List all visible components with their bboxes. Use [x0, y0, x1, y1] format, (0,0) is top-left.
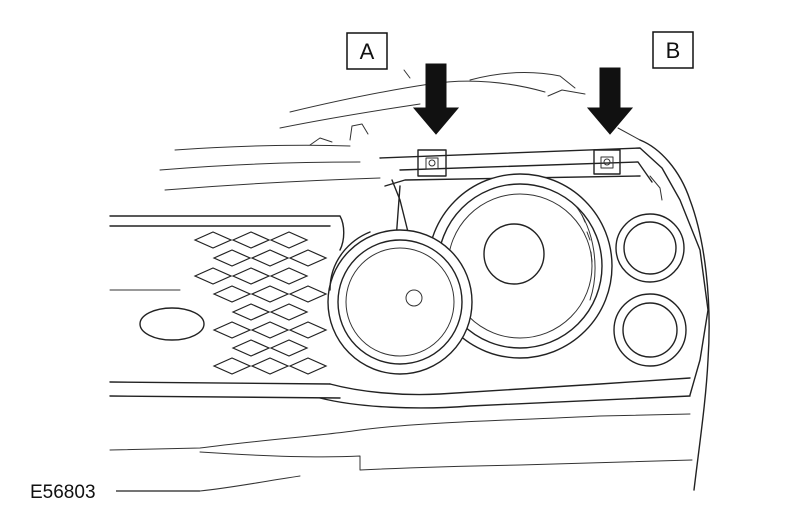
callout-a: A: [346, 32, 388, 70]
callout-b-box: [652, 31, 694, 69]
callout-a-box: [346, 32, 388, 70]
arrow-b-shape: [586, 67, 634, 135]
mounting-bracket-b: [593, 149, 621, 175]
bumper-outline: [109, 377, 693, 471]
callout-b-label: B: [666, 38, 681, 63]
arrow-a-shape: [412, 63, 460, 135]
arrow-b: [586, 67, 634, 135]
figure-reference: E56803: [30, 475, 301, 503]
front-grille: [109, 215, 345, 399]
upper-side-lamp: [615, 213, 685, 283]
figure-ref-label: E56803: [30, 482, 96, 503]
lower-side-lamp: [613, 293, 687, 367]
headlamp-housing: [379, 127, 710, 491]
callout-b: B: [652, 31, 694, 69]
arrow-a: [412, 63, 460, 135]
bonnet-outline: [159, 69, 586, 191]
grille-mesh: [193, 231, 328, 375]
callout-a-label: A: [360, 39, 375, 64]
dip-beam-lens: [327, 229, 473, 375]
mounting-bracket-a: [417, 149, 447, 177]
